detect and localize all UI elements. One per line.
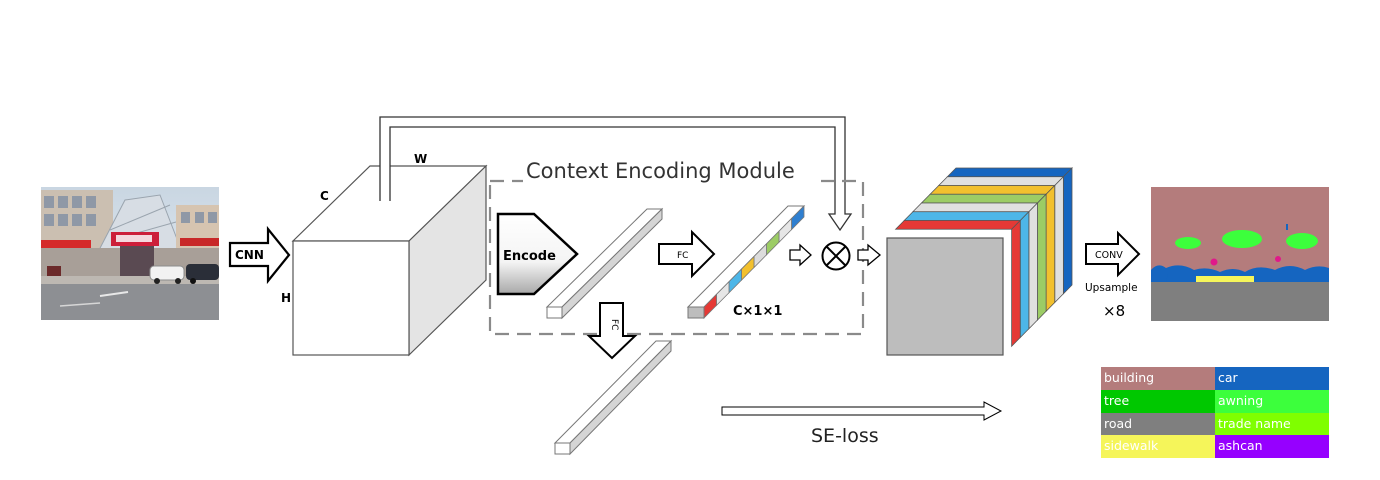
input-image bbox=[41, 187, 219, 320]
se-bar bbox=[553, 339, 673, 456]
cnn-label: CNN bbox=[235, 248, 264, 262]
fc-branch-label: FC bbox=[609, 319, 619, 330]
class-legend: building car tree awning road trade name… bbox=[1101, 367, 1329, 458]
vector-dims-label: C×1×1 bbox=[733, 304, 782, 319]
conv-arrow-icon bbox=[1085, 230, 1141, 278]
se-loss-label: SE-loss bbox=[811, 425, 879, 447]
scale-label: ×8 bbox=[1103, 302, 1125, 320]
legend-item-tree: tree bbox=[1101, 389, 1215, 413]
arrow-to-multiply-icon bbox=[789, 243, 812, 267]
cube-label-w: W bbox=[414, 152, 427, 166]
feature-slice bbox=[946, 167, 1073, 295]
cube-label-c: C bbox=[320, 189, 329, 203]
legend-item-awning: awning bbox=[1215, 389, 1329, 413]
encoded-vector bbox=[686, 205, 806, 319]
skip-connection-arrow-icon bbox=[379, 116, 853, 232]
feature-slice bbox=[894, 219, 1022, 348]
encoded-bar bbox=[545, 207, 664, 320]
vector-end-cap bbox=[687, 306, 705, 319]
cube-label-h: H bbox=[281, 291, 291, 305]
legend-item-building: building bbox=[1101, 367, 1215, 390]
module-title-mask bbox=[523, 170, 821, 190]
legend-item-ashcan: ashcan bbox=[1215, 435, 1329, 458]
feature-cube bbox=[291, 164, 488, 357]
fc-main-arrow-icon bbox=[658, 229, 716, 279]
legend-item-sidewalk: sidewalk bbox=[1101, 435, 1215, 458]
fc-branch-arrow-icon bbox=[586, 302, 638, 360]
feature-slice bbox=[937, 175, 1065, 304]
feature-slice bbox=[903, 210, 1030, 339]
fc-main-label: FC bbox=[677, 251, 688, 261]
legend-item-trade-name: trade name bbox=[1215, 412, 1329, 436]
feature-front-face bbox=[886, 237, 1004, 356]
multiply-circle-icon bbox=[821, 241, 851, 271]
legend-item-car: car bbox=[1215, 367, 1329, 390]
encode-label: Encode bbox=[503, 249, 556, 264]
cnn-arrow-icon bbox=[228, 225, 291, 285]
conv-label: CONV bbox=[1095, 250, 1123, 261]
legend-item-road: road bbox=[1101, 412, 1215, 436]
upsample-label: Upsample bbox=[1085, 282, 1138, 294]
arrow-to-output-icon bbox=[857, 243, 882, 267]
segmentation-output-image bbox=[1151, 187, 1329, 321]
output-feature-stack bbox=[886, 167, 1073, 356]
feature-slice bbox=[920, 193, 1048, 321]
encode-block bbox=[496, 212, 579, 296]
module-title: Context Encoding Module bbox=[526, 159, 795, 183]
se-loss-arrow-icon bbox=[721, 401, 1003, 421]
